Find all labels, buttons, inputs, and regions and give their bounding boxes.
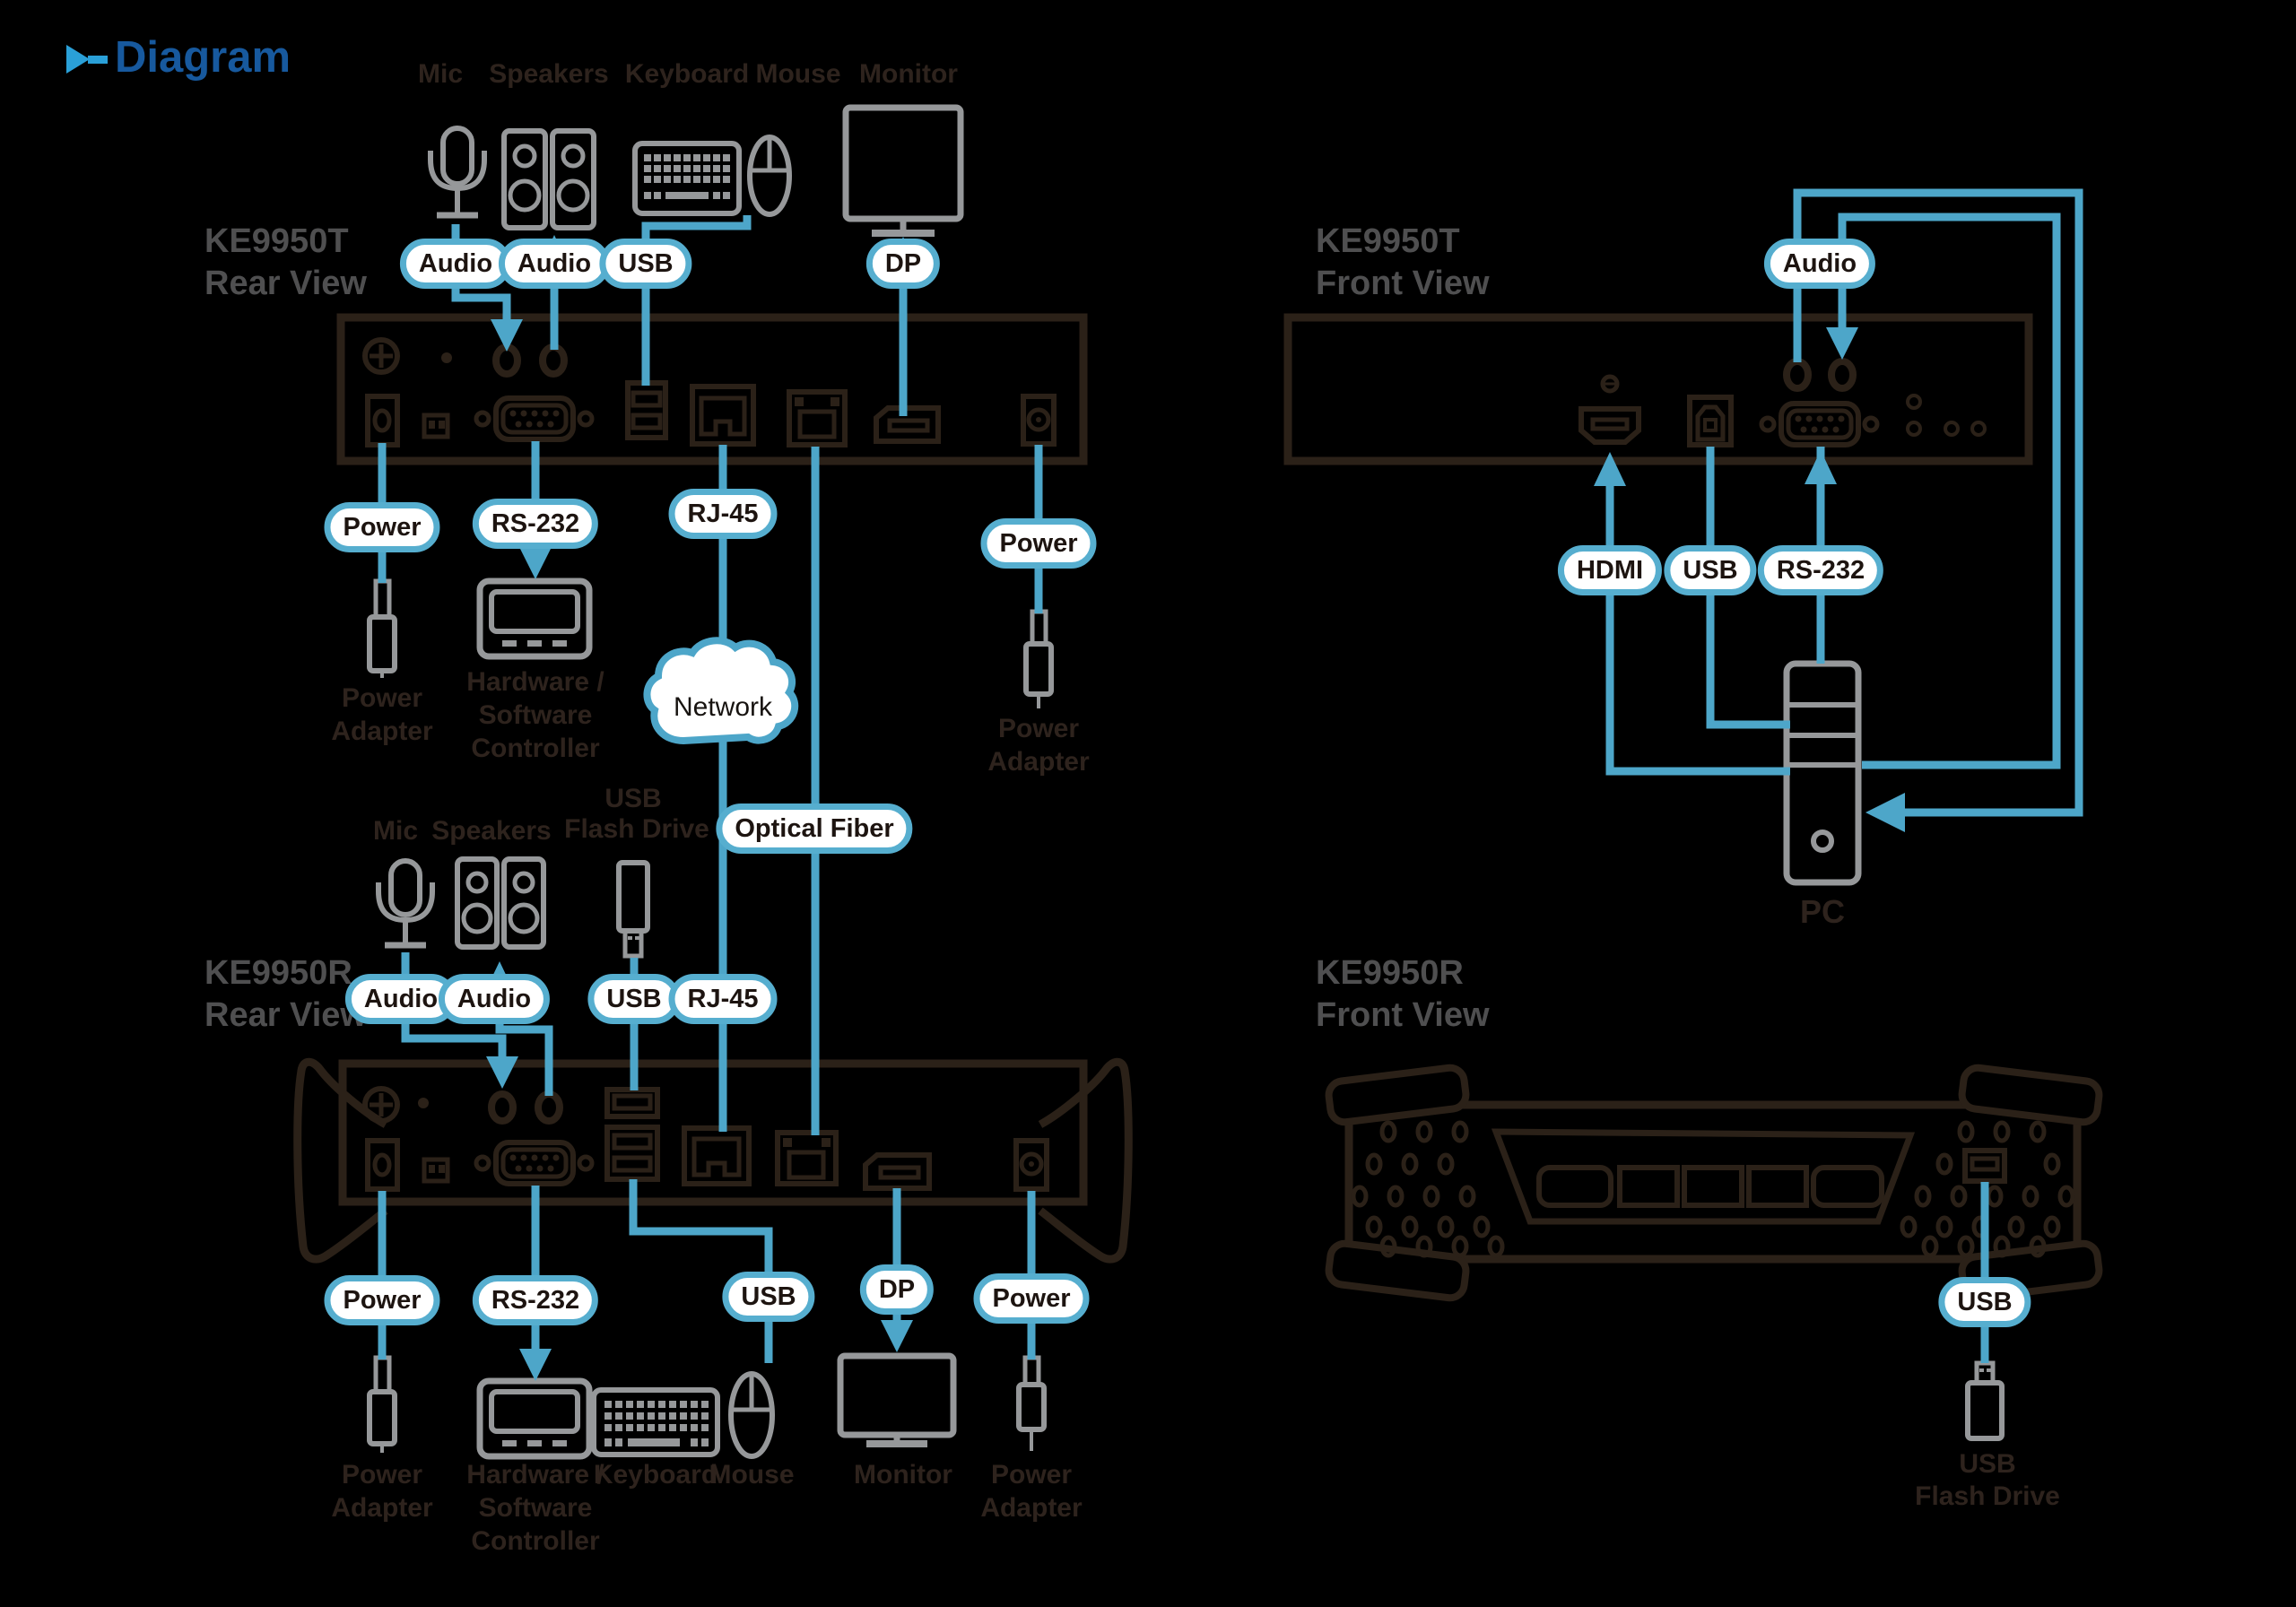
controller-icon bbox=[476, 1377, 593, 1460]
power-adapter-caption: Adapter bbox=[987, 747, 1090, 777]
device-model: KE9950T bbox=[204, 222, 349, 260]
usb-flash-drive-label: Flash Drive bbox=[564, 814, 709, 844]
ke9950r-front-title: KE9950R Front View bbox=[1316, 952, 1490, 1037]
keyboard-icon bbox=[632, 141, 742, 216]
usb-pill: USB bbox=[587, 974, 681, 1024]
keyboard-label: Keyboard bbox=[593, 1460, 718, 1490]
controller-caption: Software bbox=[478, 1493, 593, 1523]
dp-pill: DP bbox=[859, 1264, 935, 1315]
mic-icon bbox=[428, 126, 487, 219]
usb-flash-drive-icon bbox=[1965, 1360, 2005, 1441]
speakers-icon bbox=[455, 856, 546, 950]
audio-pill: Audio bbox=[1763, 239, 1876, 289]
monitor-label: Monitor bbox=[854, 1460, 952, 1490]
ke9950r-rear-title: KE9950R Rear View bbox=[204, 952, 367, 1037]
pc-label: PC bbox=[1799, 893, 1846, 930]
controller-caption: Hardware / bbox=[466, 667, 604, 697]
ke9950t-front-panel bbox=[1283, 313, 2033, 465]
hdmi-pill: HDMI bbox=[1557, 545, 1663, 595]
monitor-label: Monitor bbox=[859, 59, 958, 89]
connection-lines bbox=[378, 188, 2083, 1363]
mouse-icon bbox=[747, 135, 792, 217]
device-view: Front View bbox=[1316, 996, 1490, 1034]
power-adapter-caption: Power bbox=[341, 683, 423, 713]
power-adapter-icon bbox=[1023, 609, 1054, 708]
rj45-pill: RJ-45 bbox=[668, 489, 778, 539]
power-pill: Power bbox=[980, 518, 1097, 569]
mic-icon bbox=[376, 858, 435, 949]
audio-pill: Audio bbox=[344, 974, 457, 1024]
audio-pill: Audio bbox=[498, 239, 611, 289]
audio-pill: Audio bbox=[438, 974, 551, 1024]
usb-flash-drive-label: USB bbox=[604, 784, 662, 813]
ke9950r-rear-unit bbox=[293, 1057, 1133, 1264]
device-model: KE9950R bbox=[1316, 954, 1464, 992]
usb-pill: USB bbox=[1938, 1277, 2031, 1327]
ke9950r-front-unit bbox=[1325, 1064, 2103, 1302]
speakers-icon bbox=[501, 128, 596, 230]
power-adapter-icon bbox=[367, 1355, 397, 1453]
power-adapter-icon bbox=[367, 578, 397, 678]
speakers-label: Speakers bbox=[489, 59, 609, 89]
power-adapter-caption: Power bbox=[990, 1460, 1073, 1490]
ke9950t-rear-title: KE9950T Rear View bbox=[204, 221, 367, 305]
ke9950t-front-title: KE9950T Front View bbox=[1316, 221, 1490, 305]
power-pill: Power bbox=[973, 1273, 1090, 1324]
mic-label: Mic bbox=[372, 816, 419, 846]
speakers-label: Speakers bbox=[431, 816, 552, 846]
monitor-icon bbox=[837, 1352, 957, 1447]
usb-flash-drive-icon bbox=[616, 860, 650, 959]
ke9950t-rear-panel bbox=[336, 313, 1088, 465]
network-label: Network bbox=[673, 692, 773, 722]
mic-label: Mic bbox=[417, 59, 464, 89]
power-pill: Power bbox=[324, 1275, 440, 1325]
usb-pill: USB bbox=[599, 239, 692, 289]
power-adapter-icon bbox=[1016, 1355, 1047, 1451]
usb-flash-drive-caption: USB bbox=[1959, 1449, 2016, 1479]
device-model: KE9950T bbox=[1316, 222, 1460, 260]
diagram-bullet-icon bbox=[65, 43, 111, 83]
mouse-label: Mouse bbox=[709, 1460, 795, 1490]
usb-flash-drive-caption: Flash Drive bbox=[1915, 1481, 2060, 1511]
controller-caption: Hardware / bbox=[466, 1460, 604, 1490]
usb-pill: USB bbox=[1664, 545, 1757, 595]
page-title: Diagram bbox=[115, 33, 291, 82]
audio-pill: Audio bbox=[399, 239, 512, 289]
pc-tower-icon bbox=[1783, 660, 1862, 886]
power-adapter-caption: Power bbox=[341, 1460, 423, 1490]
controller-icon bbox=[476, 578, 593, 660]
power-pill: Power bbox=[324, 502, 440, 552]
rs232-pill: RS-232 bbox=[1757, 545, 1884, 595]
controller-caption: Software bbox=[478, 700, 593, 730]
rs232-pill: RS-232 bbox=[472, 1275, 599, 1325]
dp-pill: DP bbox=[865, 239, 941, 289]
controller-caption: Controller bbox=[471, 734, 600, 763]
device-model: KE9950R bbox=[204, 954, 352, 992]
rs232-pill: RS-232 bbox=[472, 499, 599, 549]
device-view: Rear View bbox=[204, 265, 367, 302]
power-adapter-caption: Adapter bbox=[980, 1493, 1083, 1523]
usb-pill: USB bbox=[722, 1272, 815, 1322]
network-cloud-icon bbox=[643, 637, 799, 745]
rj45-pill: RJ-45 bbox=[668, 974, 778, 1024]
device-view: Front View bbox=[1316, 265, 1490, 302]
keyboard-label: Keyboard bbox=[624, 59, 750, 89]
mouse-icon bbox=[728, 1371, 775, 1459]
power-adapter-caption: Power bbox=[997, 714, 1080, 743]
power-adapter-caption: Adapter bbox=[331, 717, 433, 746]
power-adapter-caption: Adapter bbox=[331, 1493, 433, 1523]
device-view: Rear View bbox=[204, 996, 367, 1034]
keyboard-icon bbox=[591, 1387, 720, 1457]
monitor-icon bbox=[842, 104, 964, 237]
controller-caption: Controller bbox=[471, 1526, 600, 1556]
optical-fiber-pill: Optical Fiber bbox=[716, 804, 913, 854]
mouse-label: Mouse bbox=[755, 59, 841, 89]
